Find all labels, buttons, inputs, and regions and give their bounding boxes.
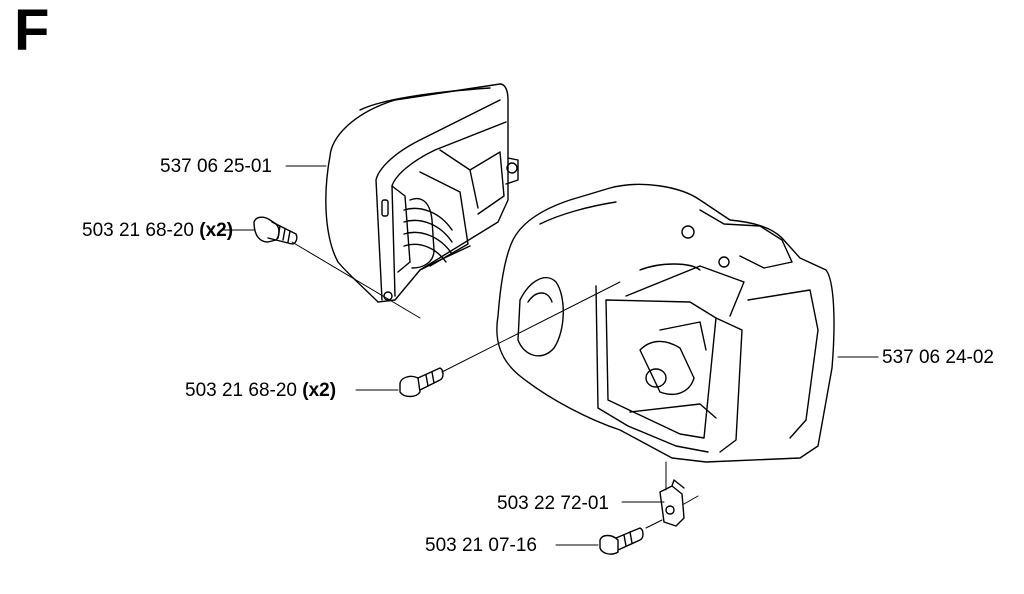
clip-part [659, 479, 685, 527]
label-screw-top: 503 21 68-20 (x2) [82, 221, 233, 240]
housing-part [496, 183, 835, 463]
label-clip: 503 22 72-01 [497, 494, 609, 513]
label-housing: 537 06 24-02 [882, 348, 994, 367]
top-cover-part [325, 83, 519, 303]
part-number: 503 21 07-16 [425, 535, 537, 556]
label-screw-bottom: 503 21 07-16 [425, 536, 537, 555]
part-number: 537 06 25-01 [160, 156, 272, 177]
leader-screw-bottom-axis [645, 519, 663, 529]
quantity: (x2) [302, 380, 337, 401]
section-letter: F [14, 0, 50, 63]
screw-bottom-part [599, 527, 644, 555]
leader-clip-axis2 [683, 495, 699, 505]
quantity: (x2) [199, 220, 234, 241]
label-screw-mid: 503 21 68-20 (x2) [185, 381, 336, 400]
leader-lines [221, 165, 879, 546]
part-number: 537 06 24-02 [882, 347, 994, 368]
label-cover-top: 537 06 25-01 [160, 157, 272, 176]
part-number: 503 21 68-20 [82, 220, 194, 241]
screw-mid-part [399, 367, 444, 398]
screw-top-part [253, 216, 298, 245]
part-number: 503 21 68-20 [185, 380, 297, 401]
part-number: 503 22 72-01 [497, 493, 609, 514]
leader-screw-mid-axis [441, 281, 621, 373]
